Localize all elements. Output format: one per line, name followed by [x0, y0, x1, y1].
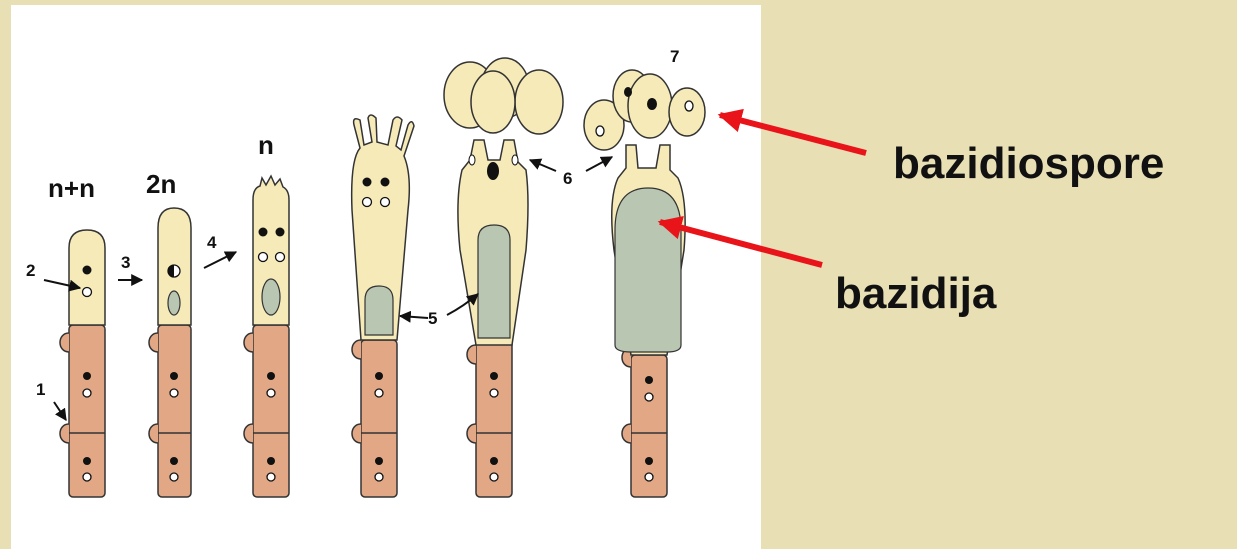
basidiospore [669, 88, 705, 136]
callout-label-bazidija: bazidija [835, 269, 996, 319]
ploidy-label-haploid: n [258, 130, 274, 161]
ploidy-label-dikaryon: n+n [48, 173, 95, 204]
vacuole [365, 286, 393, 335]
nucleus [83, 288, 92, 297]
vacuole [262, 279, 280, 315]
vacuole [168, 291, 180, 315]
ploidy-label-diploid: 2n [146, 169, 176, 200]
step-number-6: 6 [563, 169, 572, 188]
step-number-1: 1 [36, 380, 45, 399]
basidiospore [515, 70, 563, 134]
step-number-7: 7 [670, 47, 679, 66]
step-number-3: 3 [121, 253, 130, 272]
nucleus [487, 162, 499, 180]
young-basidium [69, 230, 105, 325]
vacuole [478, 225, 510, 338]
step-number-4: 4 [207, 233, 217, 252]
step-number-2: 2 [26, 261, 35, 280]
hypha-segment [69, 325, 105, 497]
hypha-segment [253, 325, 289, 497]
nucleus [83, 266, 92, 275]
step-number-5: 5 [428, 309, 437, 328]
basidiospore [471, 71, 515, 133]
callout-label-bazidiospore: bazidiospore [893, 139, 1164, 189]
vacuole [615, 188, 681, 352]
hypha-segment [158, 325, 191, 497]
